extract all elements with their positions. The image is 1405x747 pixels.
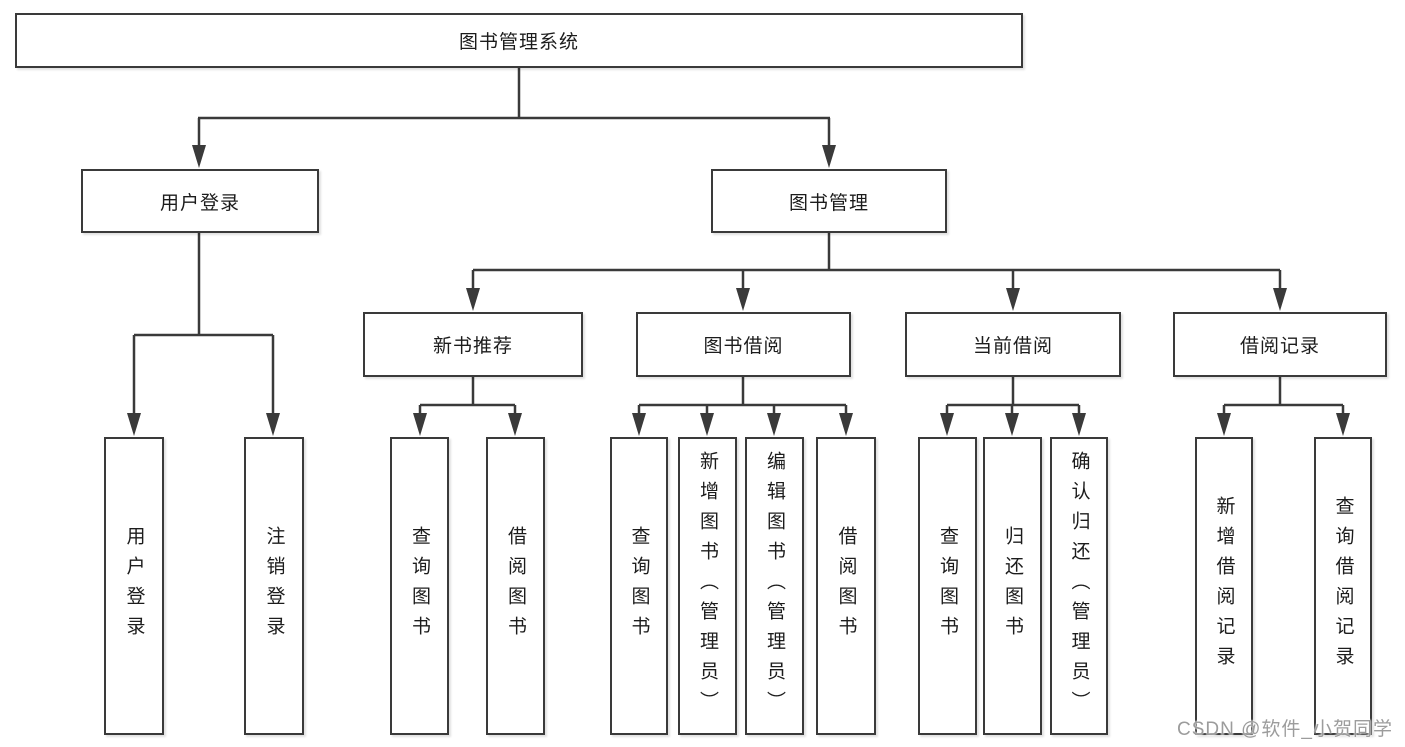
node-current-borrowing: 当前借阅 [905, 312, 1121, 377]
arrowhead-down-icon [508, 413, 522, 436]
node-label: 确认归还（管理员） [1068, 451, 1090, 721]
node-label: 借阅图书 [835, 526, 857, 646]
node-label: 查询借阅记录 [1332, 496, 1354, 676]
arrowhead-down-icon [1005, 413, 1019, 436]
watermark: CSDN @软件_小贺同学 [1177, 719, 1393, 740]
node-label: 用户登录 [123, 526, 145, 646]
node-label: 查询图书 [937, 526, 958, 646]
node-borrow-books-borrowing: 借阅图书 [816, 437, 876, 735]
arrowhead-down-icon [839, 413, 853, 436]
arrowhead-down-icon [1072, 413, 1086, 436]
node-user-login: 用户登录 [81, 169, 319, 233]
arrowhead-down-icon [767, 413, 781, 436]
node-label: 编辑图书（管理员） [764, 451, 785, 721]
node-add-borrow-record: 新增借阅记录 [1195, 437, 1253, 735]
arrowhead-down-icon [266, 413, 280, 436]
node-edit-book-admin: 编辑图书（管理员） [745, 437, 804, 735]
node-label: 注销登录 [263, 526, 285, 646]
node-book-management: 图书管理 [711, 169, 947, 233]
node-query-books-recommend: 查询图书 [390, 437, 449, 735]
node-label: 新增图书（管理员） [697, 451, 718, 721]
node-new-book-recommendation: 新书推荐 [363, 312, 583, 377]
node-confirm-return-admin: 确认归还（管理员） [1050, 437, 1108, 735]
node-user-login-action: 用户登录 [104, 437, 164, 735]
arrowhead-down-icon [940, 413, 954, 436]
arrowhead-down-icon [127, 413, 141, 436]
node-library-management-system: 图书管理系统 [15, 13, 1023, 68]
arrowhead-down-icon [736, 288, 750, 311]
node-return-books: 归还图书 [983, 437, 1042, 735]
node-label: 归还图书 [1002, 526, 1023, 646]
node-query-books-current: 查询图书 [918, 437, 977, 735]
node-label: 借阅图书 [505, 526, 526, 646]
node-query-books-borrowing: 查询图书 [610, 437, 668, 735]
arrowhead-down-icon [413, 413, 427, 436]
arrowhead-down-icon [466, 288, 480, 311]
arrowhead-down-icon [1006, 288, 1020, 311]
arrowhead-down-icon [1273, 288, 1287, 311]
node-label: 新增借阅记录 [1213, 496, 1235, 676]
arrowhead-down-icon [700, 413, 714, 436]
node-book-borrowing: 图书借阅 [636, 312, 851, 377]
arrowhead-down-icon [192, 145, 206, 168]
node-add-book-admin: 新增图书（管理员） [678, 437, 737, 735]
arrowhead-down-icon [632, 413, 646, 436]
arrowhead-down-icon [1336, 413, 1350, 436]
node-label: 查询图书 [409, 526, 430, 646]
node-borrowing-records: 借阅记录 [1173, 312, 1387, 377]
node-logout-action: 注销登录 [244, 437, 304, 735]
arrowhead-down-icon [1217, 413, 1231, 436]
node-label: 查询图书 [628, 526, 650, 646]
node-borrow-books-recommend: 借阅图书 [486, 437, 545, 735]
arrowhead-down-icon [822, 145, 836, 168]
node-query-borrow-record: 查询借阅记录 [1314, 437, 1372, 735]
